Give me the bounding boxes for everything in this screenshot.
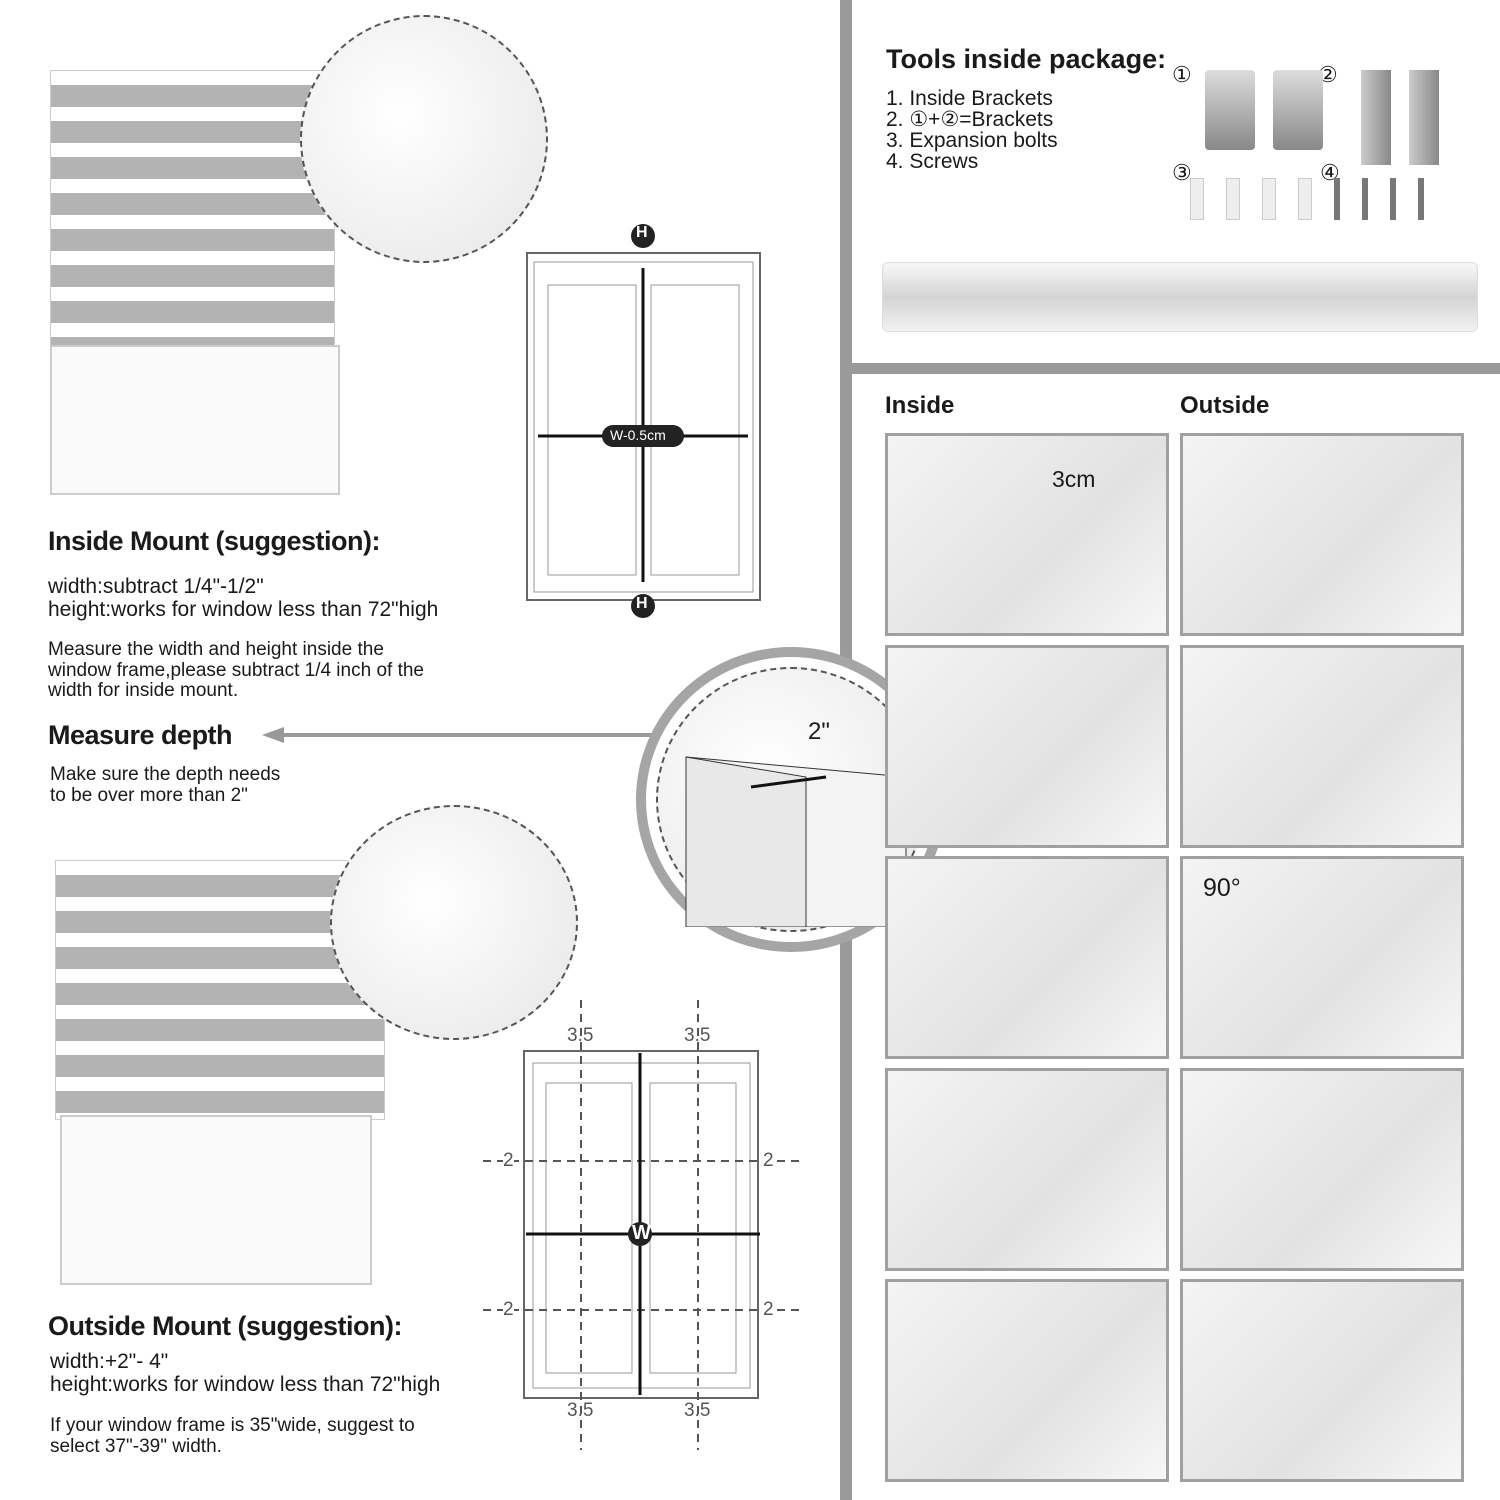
depth-arrow (262, 727, 662, 743)
inside-mount-title: Inside Mount (suggestion): (48, 526, 380, 556)
outside-mount-window-image (60, 1115, 372, 1285)
outside-step-5-photo (1180, 1279, 1464, 1482)
outside-column-label: Outside (1180, 392, 1270, 419)
offset-side-left-lower: 2 (503, 1299, 514, 1321)
outside-step-2-photo (1180, 645, 1464, 848)
inside-column-label: Inside (885, 392, 955, 419)
inside-brackets-image (1205, 70, 1439, 165)
inside-mount-width: width:subtract 1/4"-1/2" (48, 575, 264, 598)
tools-item: 4. Screws (886, 150, 979, 173)
outside-step-3-photo (1180, 856, 1464, 1059)
outside-mount-detail-circle (330, 805, 578, 1040)
depth-value: 2" (808, 718, 830, 745)
offset-top-left: 3.5 (567, 1025, 594, 1046)
depth-note-2: to be over more than 2" (50, 785, 248, 806)
height-marker-bottom: H (636, 595, 648, 612)
height-marker-top: H (636, 224, 648, 241)
outside-step-3-annotation: 90° (1203, 874, 1241, 902)
offset-side-left-upper: 2 (503, 1150, 514, 1172)
outside-mount-note-1: If your window frame is 35"wide, suggest… (50, 1415, 415, 1436)
outside-mount-blind-image (55, 860, 385, 1120)
outside-step-4-photo (1180, 1068, 1464, 1271)
tools-item: 1. Inside Brackets (886, 87, 1053, 110)
outside-mount-height: height:works for window less than 72"hig… (50, 1373, 441, 1396)
inside-step-3-photo (885, 856, 1169, 1059)
depth-note-1: Make sure the depth needs (50, 764, 281, 785)
outside-mount-note-2: select 37"-39" width. (50, 1436, 222, 1457)
inside-mount-window-image (50, 345, 340, 495)
inside-mount-note-3: width for inside mount. (48, 680, 239, 701)
measure-depth-title: Measure depth (48, 720, 233, 750)
tools-title: Tools inside package: (886, 44, 1167, 74)
horizontal-divider (852, 363, 1500, 374)
inside-step-5-photo (885, 1279, 1169, 1482)
depth-detail-circle (636, 647, 946, 952)
offset-bottom-left: 3.5 (567, 1400, 594, 1421)
outside-mount-window-diagram (483, 1000, 803, 1450)
tools-item: 3. Expansion bolts (886, 129, 1058, 152)
offset-bottom-right: 3.5 (684, 1400, 711, 1421)
width-center-marker: W (632, 1222, 651, 1244)
offset-side-right-upper: 2 (763, 1150, 774, 1172)
inside-mount-blind-image (50, 70, 335, 355)
outside-mount-width: width:+2"- 4" (50, 1350, 169, 1373)
inside-step-1-annotation: 3cm (1052, 466, 1096, 492)
offset-top-right: 3.5 (684, 1025, 711, 1046)
headrail-image (882, 262, 1478, 332)
inside-mount-window-diagram (526, 224, 761, 618)
outside-step-1-photo (1180, 433, 1464, 636)
bolts-and-screws-image (1190, 178, 1424, 220)
tools-list: 1. Inside Brackets 2. ①+②=Brackets 3. Ex… (886, 88, 1058, 172)
inside-step-1-photo (885, 433, 1169, 636)
tools-item: 2. ①+②=Brackets (886, 108, 1054, 131)
width-marker: W-0.5cm (610, 427, 666, 443)
outside-mount-title: Outside Mount (suggestion): (48, 1311, 402, 1341)
inside-step-4-photo (885, 1068, 1169, 1271)
inside-mount-detail-circle (300, 15, 548, 263)
inside-mount-note-2: window frame,please subtract 1/4 inch of… (48, 660, 424, 681)
inside-step-2-photo (885, 645, 1169, 848)
marker-1: ① (1172, 62, 1192, 87)
inside-mount-height: height:works for window less than 72"hig… (48, 598, 439, 621)
inside-mount-note-1: Measure the width and height inside the (48, 639, 384, 660)
offset-side-right-lower: 2 (763, 1299, 774, 1321)
marker-3: ③ (1172, 160, 1192, 185)
